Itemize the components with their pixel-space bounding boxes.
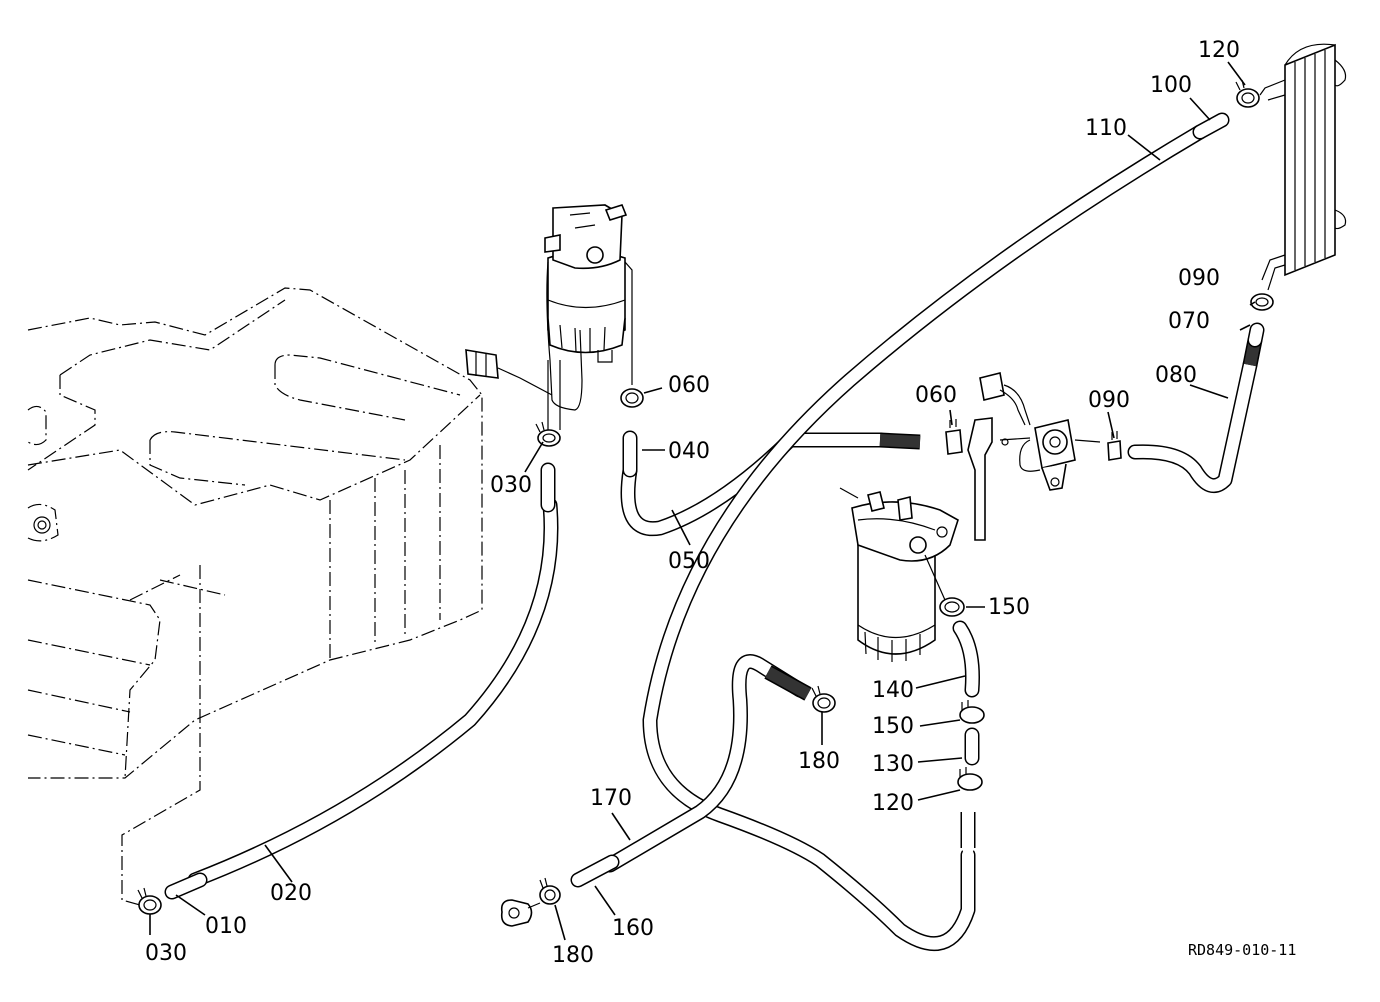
label-080: 080 bbox=[1155, 363, 1197, 388]
label-100: 100 bbox=[1150, 73, 1192, 98]
clamp-180-mid bbox=[811, 685, 836, 713]
fuel-filter bbox=[839, 487, 959, 662]
label-060-upper: 060 bbox=[668, 373, 710, 398]
clamp-030-lower bbox=[137, 887, 162, 915]
label-050: 050 bbox=[668, 549, 710, 574]
hose-160 bbox=[570, 854, 620, 888]
label-140: 140 bbox=[872, 678, 914, 703]
hose-110 bbox=[642, 112, 1230, 952]
hose-080 bbox=[1127, 338, 1263, 494]
label-150-upper: 150 bbox=[988, 595, 1030, 620]
label-160: 160 bbox=[612, 916, 654, 941]
clamp-150-lower bbox=[959, 700, 985, 724]
clamp-060-upper bbox=[620, 388, 644, 408]
label-070: 070 bbox=[1168, 309, 1210, 334]
label-170: 170 bbox=[590, 786, 632, 811]
label-110: 110 bbox=[1085, 116, 1127, 141]
fuel-cooler bbox=[1259, 43, 1347, 291]
hose-170 bbox=[602, 654, 812, 873]
label-180-lower: 180 bbox=[552, 943, 594, 968]
label-180-mid: 180 bbox=[798, 749, 840, 774]
label-120-upper: 120 bbox=[1198, 38, 1240, 63]
hose-070 bbox=[1247, 322, 1265, 348]
part-labels: 010 020 030 030 040 050 060 060 070 080 … bbox=[145, 38, 1296, 968]
label-010: 010 bbox=[205, 914, 247, 939]
leader-lines bbox=[149, 61, 1256, 941]
drawing-reference: RD849-010-11 bbox=[1188, 941, 1296, 959]
fuel-tank bbox=[27, 287, 483, 779]
label-060-mid: 060 bbox=[915, 383, 957, 408]
banjo-fitting bbox=[500, 899, 541, 927]
label-130: 130 bbox=[872, 752, 914, 777]
label-150-lower: 150 bbox=[872, 714, 914, 739]
clamp-120-lower bbox=[957, 767, 983, 791]
hose-140 bbox=[952, 620, 980, 698]
label-020: 020 bbox=[270, 881, 312, 906]
clamp-150-upper bbox=[939, 597, 965, 617]
label-040: 040 bbox=[668, 439, 710, 464]
clamp-030-upper bbox=[535, 421, 561, 447]
clamp-180-lower bbox=[539, 877, 561, 905]
hose-020 bbox=[187, 462, 559, 888]
water-separator bbox=[465, 204, 633, 430]
clamp-090-upper bbox=[1250, 293, 1274, 311]
label-090-upper: 090 bbox=[1178, 266, 1220, 291]
hose-010 bbox=[164, 872, 208, 900]
clamp-060-mid bbox=[945, 419, 963, 455]
clamp-090-lower bbox=[1107, 431, 1122, 461]
label-030-upper: 030 bbox=[490, 473, 532, 498]
clamp-120-upper bbox=[1235, 79, 1260, 108]
reference-line bbox=[121, 565, 201, 906]
label-030-lower: 030 bbox=[145, 941, 187, 966]
label-120-lower: 120 bbox=[872, 791, 914, 816]
fuel-pump bbox=[967, 372, 1101, 541]
label-090-lower: 090 bbox=[1088, 388, 1130, 413]
